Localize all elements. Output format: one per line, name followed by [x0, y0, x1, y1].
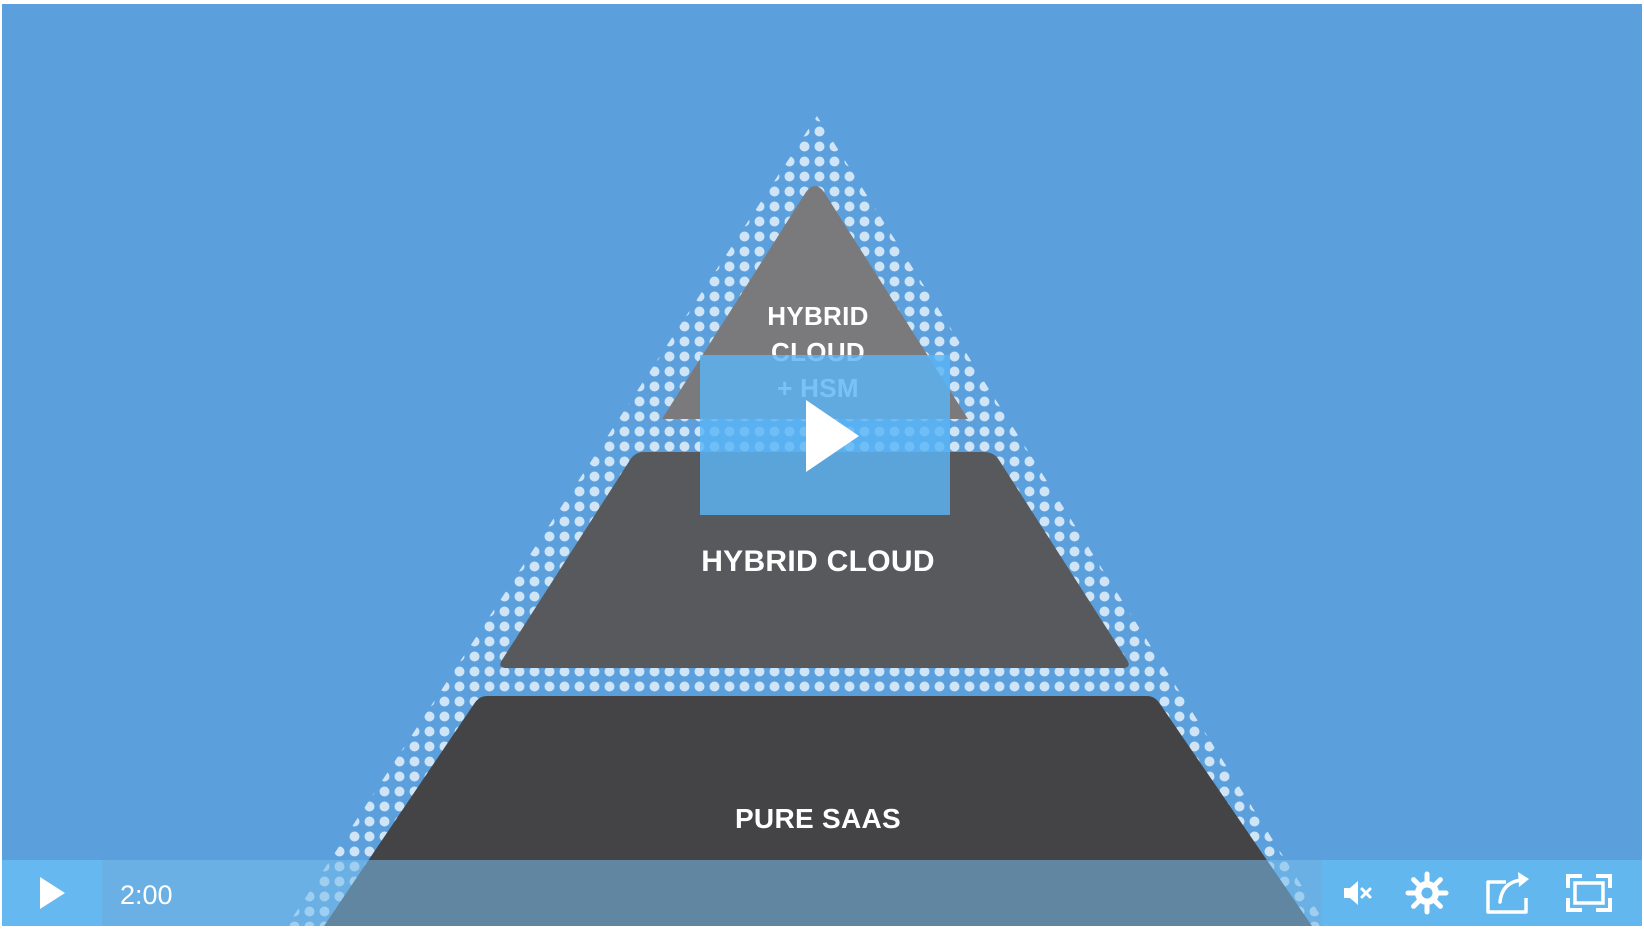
pyramid-tier-middle [500, 452, 1129, 668]
time-display: 2:00 [120, 880, 173, 910]
right-controls [1322, 860, 1642, 926]
tier-label-hybrid-cloud: HYBRID CLOUD [701, 545, 935, 578]
tier-label-pure-saas: PURE SAAS [734, 803, 902, 834]
play-icon [806, 400, 859, 472]
video-frame [2, 4, 1642, 926]
big-play-button[interactable] [700, 355, 950, 515]
play-button[interactable] [2, 860, 102, 926]
volume-button[interactable] [1322, 860, 1392, 926]
play-icon [40, 877, 65, 909]
control-bar: 2:00 [2, 860, 1642, 926]
fullscreen-button[interactable] [1554, 860, 1624, 926]
settings-button[interactable] [1392, 860, 1462, 926]
volume-muted-icon [1344, 881, 1372, 905]
progress-bar[interactable]: 2:00 [102, 860, 1322, 926]
share-icon [1486, 872, 1529, 914]
video-player[interactable]: HYBRID CLOUD + HSM HYBRID CLOUD PURE SAA… [2, 4, 1642, 926]
settings-gear-icon [1405, 871, 1449, 915]
share-button[interactable] [1472, 860, 1542, 926]
fullscreen-icon [1566, 874, 1612, 912]
